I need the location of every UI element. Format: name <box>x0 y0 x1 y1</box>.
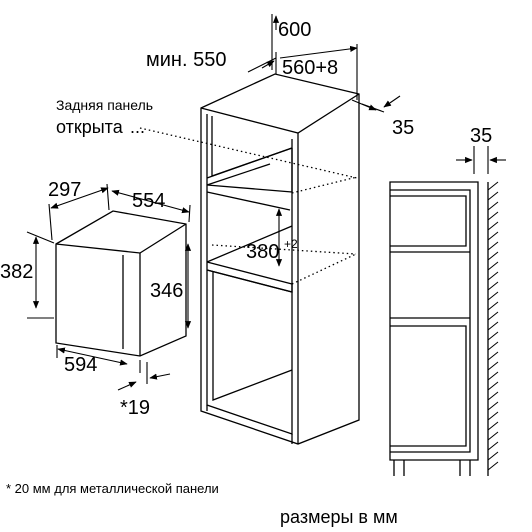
dim-594-label: 594 <box>64 354 98 376</box>
units-note: размеры в мм <box>280 507 398 527</box>
dim-346-label: 346 <box>150 280 184 302</box>
cabinet-dimensions <box>247 14 401 267</box>
dim-600-label: 600 <box>278 19 312 41</box>
microwave-drawing <box>55 210 187 357</box>
dim-382-label: 382 <box>0 261 34 283</box>
rear-panel-label-1: Задняя панель <box>56 97 154 113</box>
microwave-dimensions <box>26 183 192 391</box>
side-dimension <box>456 146 506 174</box>
cabinet-drawing <box>200 73 360 445</box>
dim-380-tolerance: +2 <box>284 237 298 251</box>
dim-35-side-label: 35 <box>470 125 493 147</box>
dim-35-top-label: 35 <box>392 117 415 139</box>
rear-panel-lines <box>139 127 358 285</box>
rear-panel-dots: ... <box>130 117 146 137</box>
dim-min550-label: мин. 550 <box>146 49 227 71</box>
footnote-text: * 20 мм для металлической панели <box>6 481 219 496</box>
dim-380-label: 380 <box>246 241 280 263</box>
rear-panel-label-2: открыта <box>56 117 123 137</box>
dim-19-label: *19 <box>120 397 151 419</box>
side-section-drawing <box>389 181 499 476</box>
dim-560-label: 560+8 <box>282 57 339 79</box>
dim-554-label: 554 <box>132 190 166 212</box>
dim-297-label: 297 <box>48 179 82 201</box>
